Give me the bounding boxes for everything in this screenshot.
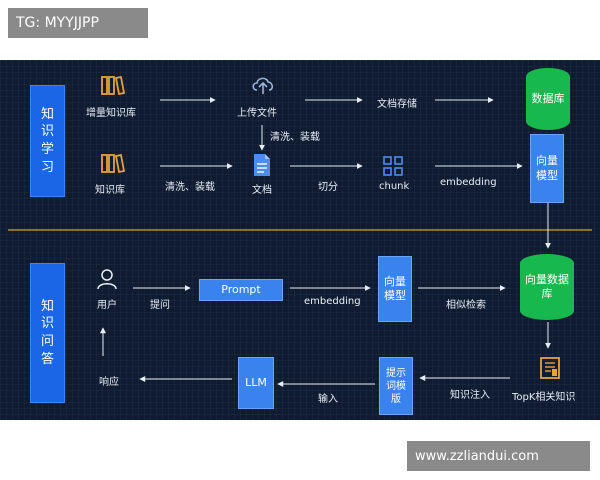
user-icon xyxy=(96,268,118,294)
section-knowledge-qa: 知识问答 xyxy=(30,263,65,403)
label-upload-file: 上传文件 xyxy=(237,108,277,119)
label-incremental-kb: 增量知识库 xyxy=(86,108,136,119)
label-file-storage: 文档存储 xyxy=(377,99,417,110)
label-user: 用户 xyxy=(97,300,117,311)
label-embedding-1: embedding xyxy=(440,177,497,188)
watermark-top: TG: MYYJJPP xyxy=(8,8,148,38)
vector-model-box-learn: 向量模型 xyxy=(530,134,564,203)
label-respond: 响应 xyxy=(99,377,119,388)
label-knowledge-inject: 知识注入 xyxy=(450,390,490,401)
book-note-icon xyxy=(540,357,560,383)
watermark-bottom: www.zzliandui.com xyxy=(407,441,590,471)
vector-database-cylinder: 向量数据库 xyxy=(520,254,574,320)
label-document: 文档 xyxy=(252,185,272,196)
label-kb: 知识库 xyxy=(95,185,125,196)
prompt-template-box: 提示词模版 xyxy=(379,357,413,415)
rag-diagram: 知识学习 知识问答 增量知识库 上传文件 文档存储 数据库 清洗、装载 知识库 … xyxy=(0,60,600,420)
label-topk: TopK相关知识 xyxy=(512,392,576,403)
label-clean-load-2: 清洗、装载 xyxy=(165,182,215,193)
books-icon-2 xyxy=(100,152,126,178)
prompt-box: Prompt xyxy=(199,279,283,301)
vector-model-box-qa: 向量模型 xyxy=(378,256,412,322)
books-icon xyxy=(100,74,126,100)
label-clean-load-1: 清洗、装载 xyxy=(270,132,320,143)
label-embedding-2: embedding xyxy=(304,296,361,307)
llm-box: LLM xyxy=(238,357,274,409)
label-chunk: chunk xyxy=(379,181,410,192)
label-input: 输入 xyxy=(318,394,338,405)
grid-icon xyxy=(383,156,403,180)
cloud-upload-icon xyxy=(250,74,276,100)
section-knowledge-learning: 知识学习 xyxy=(30,85,65,197)
document-icon xyxy=(252,153,272,181)
database-cylinder: 数据库 xyxy=(526,68,570,130)
label-similarity-search: 相似检索 xyxy=(446,300,486,311)
connector-lines xyxy=(8,97,592,387)
label-ask: 提问 xyxy=(150,300,170,311)
label-split: 切分 xyxy=(318,182,338,193)
